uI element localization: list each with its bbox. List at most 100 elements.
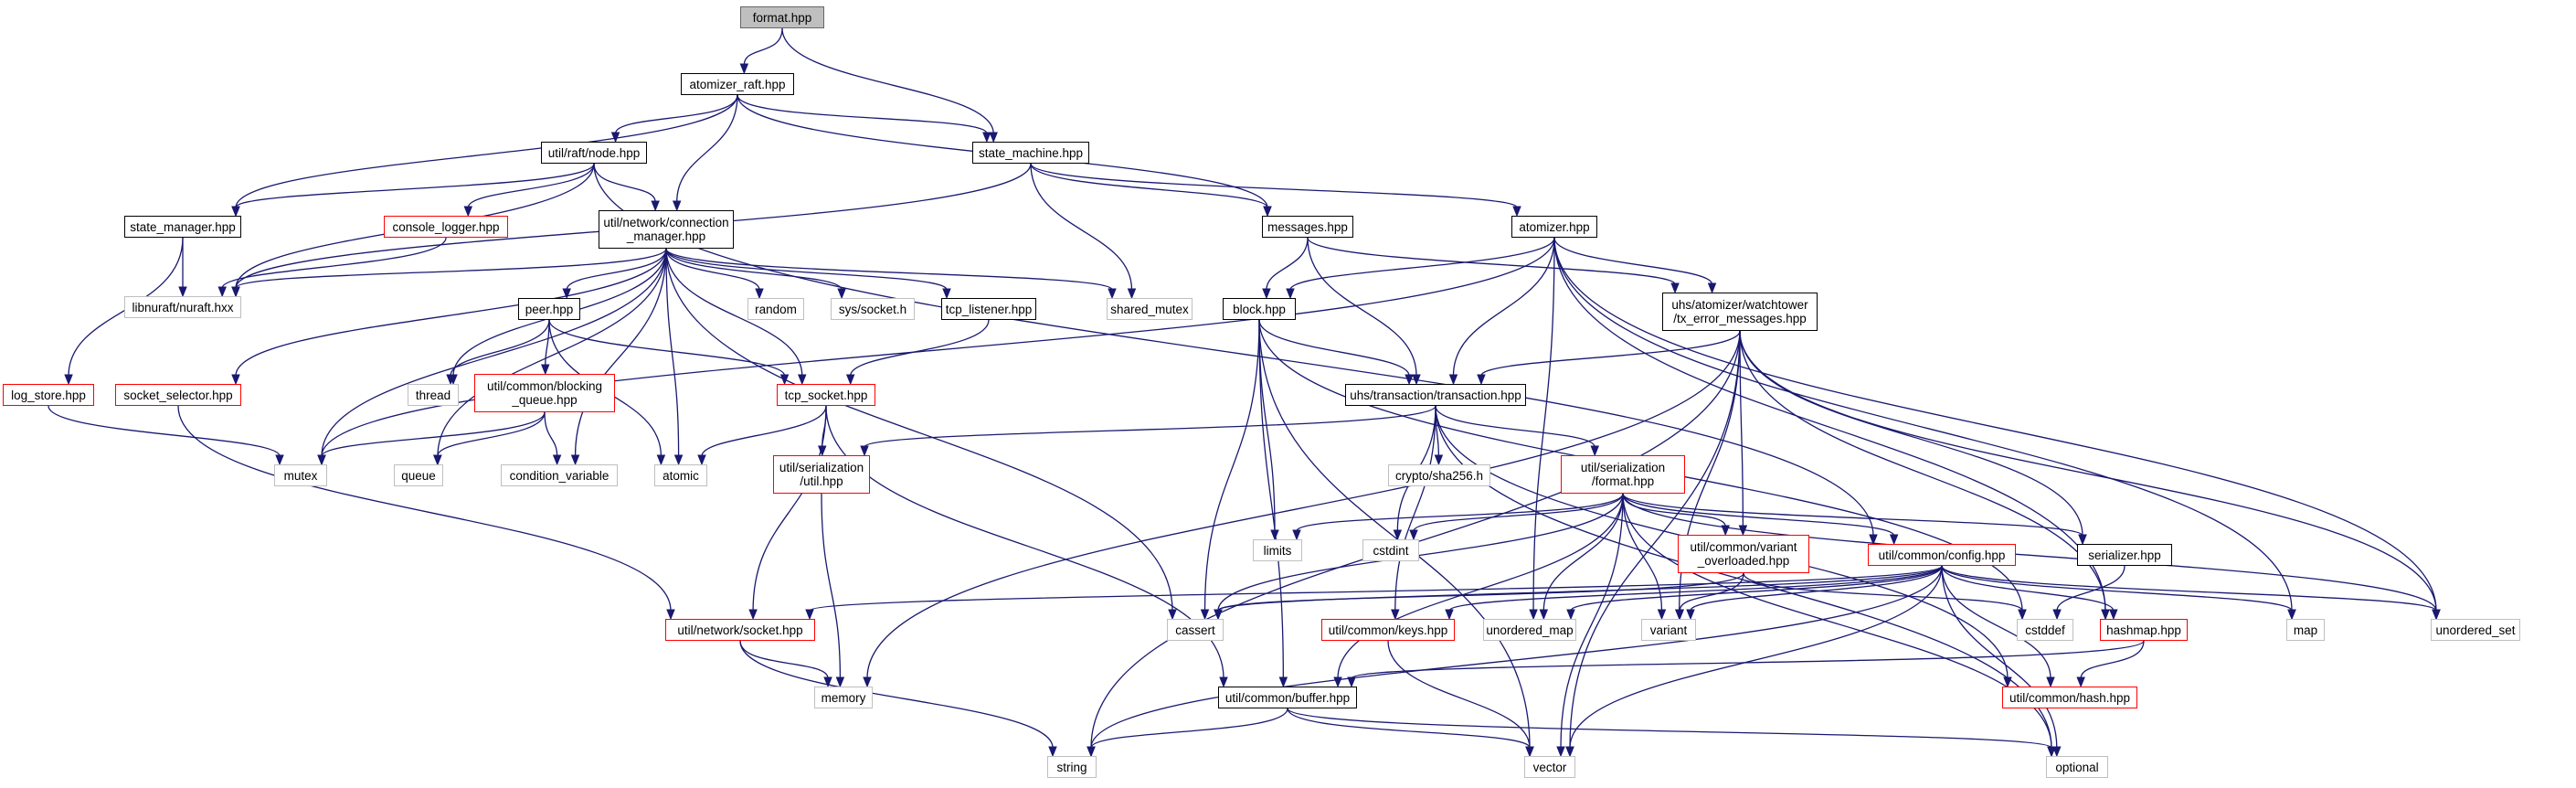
edge-arrowhead (2018, 609, 2027, 621)
edge-arrowhead (1219, 676, 1228, 688)
node-ser-util[interactable]: util/serialization /util.hpp (773, 455, 870, 494)
edge-connection-manager-to-peer (566, 248, 667, 291)
edge-arrowhead (1539, 609, 1549, 621)
node-tcp-socket[interactable]: tcp_socket.hpp (777, 384, 875, 406)
edge-connection-manager-to-atomic (665, 248, 680, 457)
edge-atomizer-to-block (1289, 237, 1555, 291)
node-label: state_manager.hpp (130, 219, 236, 234)
edge-transaction-to-keys (1394, 405, 1436, 612)
edge-arrowhead (1529, 609, 1538, 621)
edge-raft-node-to-state-manager (235, 163, 595, 208)
edge-arrowhead (541, 364, 550, 376)
node-sha256: crypto/sha256.h (1388, 464, 1490, 486)
edge-arrowhead (1707, 282, 1717, 294)
edge-block-to-vector (1258, 319, 1531, 749)
edge-arrowhead (755, 288, 764, 300)
edge-block-to-buffer (1258, 319, 1284, 679)
edge-state-machine-to-messages (1030, 163, 1268, 208)
node-connection-manager[interactable]: util/network/connection _manager.hpp (599, 210, 734, 249)
node-label: messages.hpp (1267, 219, 1348, 234)
node-tcp-listener[interactable]: tcp_listener.hpp (941, 298, 1036, 320)
node-label: util/common/keys.hpp (1328, 623, 1448, 637)
node-tx-error[interactable]: uhs/atomizer/watchtower /tx_error_messag… (1662, 293, 1818, 331)
edge-connection-manager-to-condition-variable (574, 248, 667, 457)
node-socket-hpp[interactable]: util/network/socket.hpp (665, 619, 815, 641)
node-console-logger[interactable]: console_logger.hpp (384, 216, 508, 238)
node-raft-node[interactable]: util/raft/node.hpp (541, 142, 647, 164)
edge-tcp-listener-to-tcp-socket (850, 319, 990, 377)
edge-tx-error-to-unordered-set (1739, 330, 2437, 612)
node-thread: thread (408, 384, 459, 406)
edge-messages-to-block (1266, 237, 1309, 291)
node-shared-mutex: shared_mutex (1107, 298, 1193, 320)
edge-format-hpp-to-atomizer-raft (743, 27, 783, 66)
edge-connection-manager-to-sys-socket (665, 248, 843, 291)
node-socket-selector[interactable]: socket_selector.hpp (115, 384, 241, 406)
node-buffer[interactable]: util/common/buffer.hpp (1218, 687, 1357, 708)
node-state-machine[interactable]: state_machine.hpp (972, 142, 1089, 164)
node-peer[interactable]: peer.hpp (518, 298, 580, 320)
node-atomizer[interactable]: atomizer.hpp (1511, 216, 1597, 238)
edge-arrowhead (178, 286, 187, 298)
edge-arrowhead (1590, 445, 1599, 457)
edge-ser-format-to-config (1622, 493, 1895, 537)
edge-arrowhead (463, 206, 473, 218)
edge-tx-error-to-memory (866, 330, 1741, 679)
edge-arrowhead (1525, 746, 1534, 758)
node-blocking-queue[interactable]: util/common/blocking _queue.hpp (474, 374, 615, 412)
edge-arrowhead (1657, 609, 1667, 621)
node-atomizer-raft[interactable]: atomizer_raft.hpp (681, 73, 794, 95)
edge-config-to-keys (1448, 565, 1943, 612)
edge-raft-node-to-connection-manager (593, 163, 656, 203)
edge-arrowhead (1686, 609, 1695, 621)
node-messages[interactable]: messages.hpp (1262, 216, 1353, 238)
edge-ser-util-to-memory (821, 493, 842, 679)
node-log-store[interactable]: log_store.hpp (3, 384, 94, 406)
node-block[interactable]: block.hpp (1223, 298, 1296, 320)
node-unordered-set: unordered_set (2431, 619, 2520, 641)
node-label: atomic (663, 468, 699, 483)
node-label: util/common/config.hpp (1878, 548, 2006, 562)
edge-arrowhead (1391, 609, 1400, 621)
edge-arrowhead (1434, 454, 1444, 466)
edge-arrowhead (217, 286, 227, 298)
edge-arrowhead (1409, 529, 1418, 541)
node-label: unordered_map (1486, 623, 1574, 637)
edge-arrowhead (739, 63, 749, 75)
node-label: cstddef (2025, 623, 2065, 637)
edge-arrowhead (231, 206, 240, 218)
node-state-manager[interactable]: state_manager.hpp (124, 216, 241, 238)
node-ser-format[interactable]: util/serialization /format.hpp (1561, 455, 1685, 494)
edge-arrowhead (2078, 534, 2087, 546)
node-label: tcp_listener.hpp (945, 302, 1033, 316)
node-variant-overloaded[interactable]: util/common/variant _overloaded.hpp (1678, 535, 1809, 573)
edge-arrowhead (1108, 288, 1117, 300)
edge-arrowhead (673, 454, 684, 466)
node-mutex: mutex (274, 464, 327, 486)
edge-arrowhead (989, 132, 998, 144)
edge-arrowhead (446, 374, 455, 386)
edge-tx-error-to-transaction (1480, 330, 1741, 377)
edge-blocking-queue-to-mutex (321, 411, 546, 457)
node-serializer[interactable]: serializer.hpp (2077, 544, 2172, 566)
edge-serializer-to-cstddef (2056, 565, 2125, 612)
edge-arrowhead (1670, 282, 1680, 294)
node-transaction[interactable]: uhs/transaction/transaction.hpp (1345, 384, 1526, 406)
edge-arrowhead (64, 374, 73, 386)
node-label: uhs/transaction/transaction.hpp (1350, 388, 1521, 402)
node-hashmap[interactable]: hashmap.hpp (2100, 619, 2188, 641)
edge-arrowhead (1405, 374, 1414, 386)
node-vector: vector (1524, 756, 1575, 778)
node-config[interactable]: util/common/config.hpp (1868, 544, 2016, 566)
edge-arrowhead (982, 132, 991, 144)
node-atomic: atomic (654, 464, 707, 486)
edge-messages-to-transaction (1307, 237, 1417, 377)
node-hash[interactable]: util/common/hash.hpp (2002, 687, 2137, 708)
edge-buffer-to-optional (1287, 708, 2052, 749)
edge-config-to-unordered-set (1941, 565, 2437, 612)
edge-arrowhead (1412, 374, 1421, 386)
node-label: util/raft/node.hpp (547, 145, 641, 160)
edge-arrowhead (1278, 676, 1288, 688)
node-keys[interactable]: util/common/keys.hpp (1321, 619, 1455, 641)
node-label: log_store.hpp (11, 388, 86, 402)
